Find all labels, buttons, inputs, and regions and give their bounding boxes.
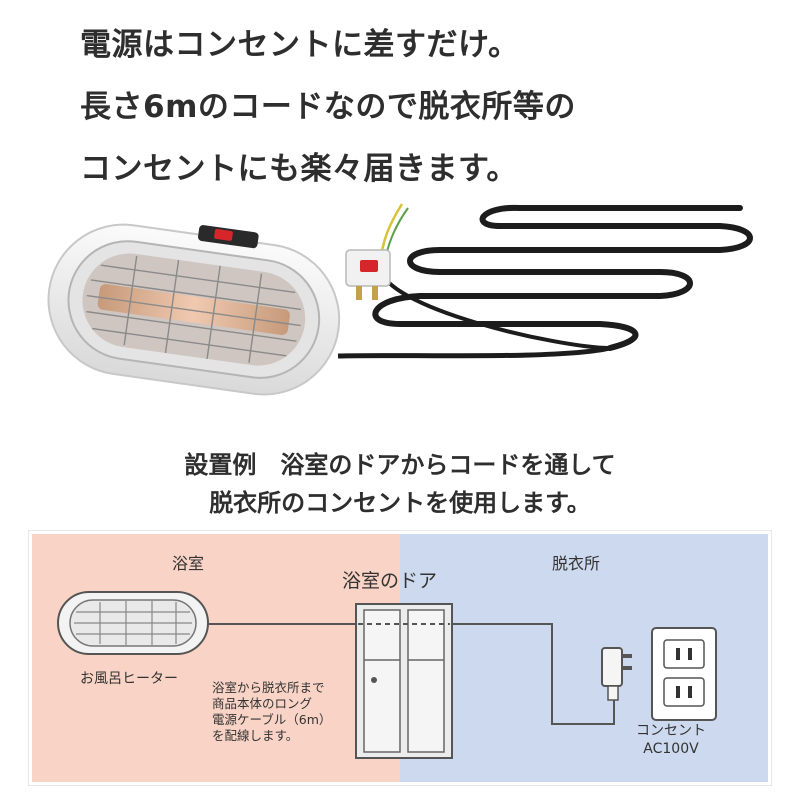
installation-diagram <box>28 530 772 786</box>
wall-outlet-icon <box>651 627 717 721</box>
caption-line-1: 設置例 浴室のドアからコードを通して <box>184 451 616 479</box>
heater-label: お風呂ヒーター <box>80 671 178 687</box>
bathroom-area <box>32 534 400 782</box>
caption-line-2: 脱衣所のコンセントを使用します。 <box>209 489 591 517</box>
installation-caption: 設置例 浴室のドアからコードを通して 脱衣所のコンセントを使用します。 <box>0 446 800 522</box>
coiled-cord <box>372 204 753 351</box>
bath-heater-icon <box>57 591 209 655</box>
wiring-note: 浴室から脱衣所まで 商品本体のロング 電源ケーブル（6m） を配線します。 <box>212 680 331 744</box>
plug-with-switch <box>345 249 391 300</box>
wiring-note-line-4: を配線します。 <box>212 728 299 743</box>
headline: 電源はコンセントに差すだけ。 長さ6mのコードなので脱衣所等の コンセントにも楽… <box>80 14 576 200</box>
headline-line-3: コンセントにも楽々届きます。 <box>80 151 518 187</box>
headline-line-1: 電源はコンセントに差すだけ。 <box>80 27 520 63</box>
dressing-room-label: 脱衣所 <box>552 554 601 573</box>
heater-body <box>47 223 341 396</box>
headline-line-2: 長さ6mのコードなので脱衣所等の <box>80 89 576 125</box>
wiring-note-line-2: 商品本体のロング <box>212 696 313 711</box>
outlet-label: コンセント AC100V <box>636 722 706 758</box>
plug-icon <box>601 647 632 701</box>
bathroom-door-icon <box>355 603 453 759</box>
wiring-note-line-1: 浴室から脱衣所まで <box>212 680 325 695</box>
wiring-note-line-3: 電源ケーブル（6m） <box>212 712 332 727</box>
outlet-label-text: コンセント <box>636 723 706 739</box>
bathroom-label: 浴室 <box>172 554 205 573</box>
heater-product-photo <box>47 203 753 396</box>
outlet-voltage-text: AC100V <box>643 741 699 757</box>
door-label: 浴室のドア <box>342 570 438 592</box>
